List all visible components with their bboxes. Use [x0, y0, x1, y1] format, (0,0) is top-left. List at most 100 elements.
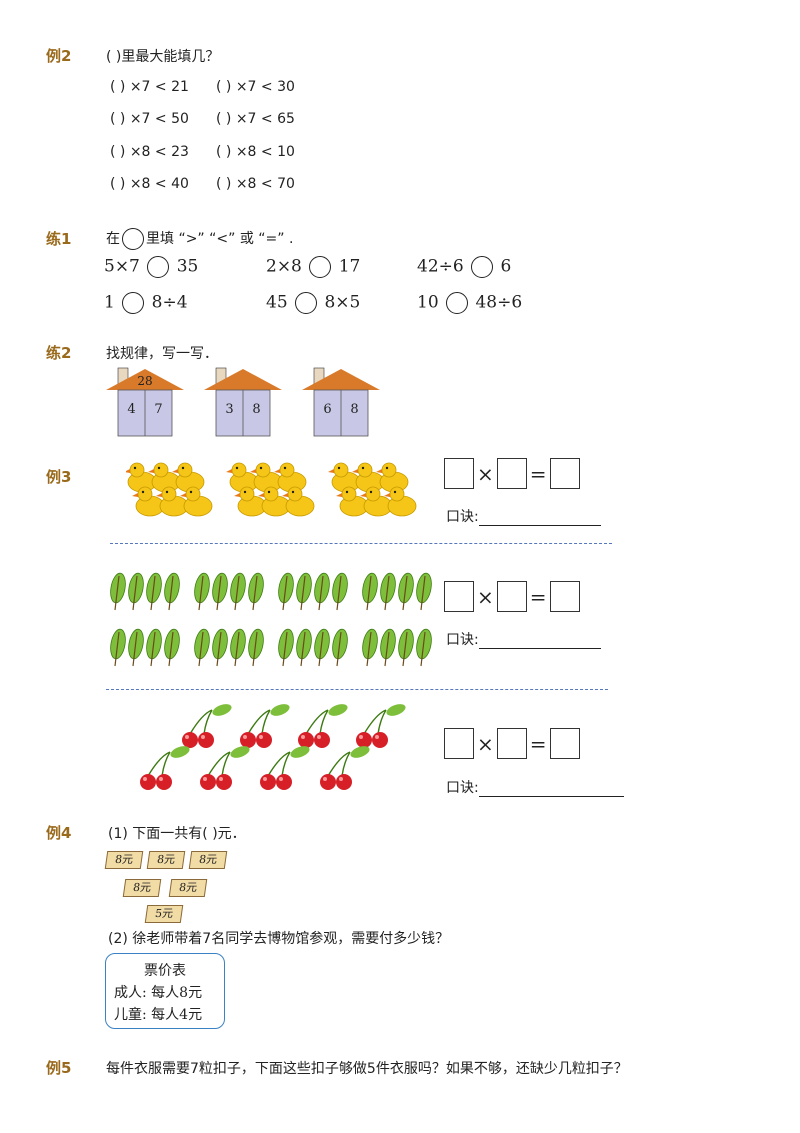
lian1-label: 练1	[46, 230, 72, 248]
duck-icon	[352, 462, 385, 493]
cherry-icon	[320, 746, 370, 790]
lian1-instr-pre: 在	[106, 231, 120, 247]
answer-box[interactable]	[496, 581, 527, 612]
leaf-icon	[380, 572, 396, 611]
koujue-label: 口诀:	[446, 780, 479, 796]
leaf-icon	[230, 572, 246, 611]
house-icon	[204, 367, 282, 437]
duck-icon	[336, 486, 369, 517]
ticket-adult: 成人: 每人8元	[114, 985, 203, 1001]
duck-icon	[274, 462, 307, 493]
compare-circle[interactable]	[295, 292, 318, 314]
lian1-instr-post: 里填 “>” “<” 或 “=” .	[146, 231, 294, 247]
ex2-question: ( )里最大能填几？	[106, 49, 220, 65]
duck-icon	[360, 486, 393, 517]
leaf-icon	[332, 572, 348, 611]
house-3: 6 8	[300, 366, 382, 438]
koujue-2: 口诀:	[446, 629, 601, 649]
ducks-illustration	[126, 462, 417, 517]
leaf-icon	[110, 628, 126, 667]
house-right-number: 7	[154, 402, 163, 417]
house-left-number: 6	[323, 402, 332, 417]
cherry-icon	[260, 746, 310, 790]
leaf-icon	[128, 628, 144, 667]
koujue-answer-line[interactable]	[478, 511, 601, 526]
ex2-row4-a: ( ) ×8 < 40	[110, 176, 189, 192]
cherries-illustration	[140, 704, 406, 790]
leaf-icon	[398, 572, 414, 611]
money-note: 8元	[146, 848, 186, 869]
ex4-q1: (1) 下面一共有( )元．	[108, 826, 246, 842]
answer-box[interactable]	[444, 581, 474, 612]
house-roof-blank[interactable]	[234, 374, 252, 388]
ex4-label: 例4	[46, 824, 72, 842]
duck-icon	[148, 462, 181, 493]
leaf-icon	[362, 572, 378, 611]
compare-circle[interactable]	[446, 292, 469, 314]
money-note: 8元	[168, 876, 208, 897]
leaf-icon	[230, 628, 246, 667]
leaf-icon	[416, 572, 432, 611]
circle-icon	[122, 228, 144, 250]
answer-box[interactable]	[444, 728, 474, 759]
ex4-q2: (2) 徐老师带着7名同学去博物馆参观，需要付多少钱？	[108, 931, 450, 947]
answer-box[interactable]	[496, 458, 527, 489]
compare-item: 45 8×5	[266, 292, 361, 314]
times-sign: ×	[477, 461, 494, 486]
ex2-row1-a: ( ) ×7 < 21	[110, 79, 189, 95]
answer-box[interactable]	[496, 728, 527, 759]
compare-item: 1 8÷4	[104, 292, 188, 314]
ex2-row2-b: ( ) ×7 < 65	[216, 111, 295, 127]
answer-box[interactable]	[444, 458, 474, 489]
duck-icon	[376, 462, 409, 493]
leaf-icon	[362, 628, 378, 667]
compare-circle[interactable]	[471, 256, 494, 278]
duck-icon	[328, 462, 361, 493]
ex2-row2-a: ( ) ×7 < 50	[110, 111, 189, 127]
equals-sign: =	[529, 731, 547, 756]
leaf-icon	[212, 628, 228, 667]
money-note: 8元	[188, 848, 228, 869]
leaf-icon	[296, 628, 312, 667]
answer-box[interactable]	[549, 581, 580, 612]
ticket-price-table: 票价表 成人: 每人8元 儿童: 每人4元	[105, 953, 225, 1029]
house-2: 3 8	[202, 366, 284, 438]
cherry-icon	[140, 746, 190, 790]
house-icon	[302, 367, 380, 437]
leaf-icon	[146, 628, 162, 667]
house-1: 28 4 7	[104, 366, 186, 438]
house-roof-blank[interactable]	[332, 374, 350, 388]
lian2-label: 练2	[46, 344, 72, 362]
money-note: 5元	[144, 902, 184, 923]
ex5-label: 例5	[46, 1059, 72, 1077]
compare-circle[interactable]	[122, 292, 145, 314]
house-right-number: 8	[350, 402, 359, 417]
leaf-icon	[248, 572, 264, 611]
compare-circle[interactable]	[309, 256, 332, 278]
house-left-number: 4	[127, 402, 136, 417]
answer-box[interactable]	[549, 728, 580, 759]
house-icon	[106, 367, 184, 437]
duck-icon	[384, 486, 417, 517]
equation-2: ×=	[444, 581, 580, 612]
ex2-row3-b: ( ) ×8 < 10	[216, 144, 295, 160]
ex2-row3-a: ( ) ×8 < 23	[110, 144, 189, 160]
equals-sign: =	[529, 461, 547, 486]
equals-sign: =	[529, 584, 547, 609]
cherry-icon	[298, 704, 348, 748]
leaf-icon	[380, 628, 396, 667]
koujue-answer-line[interactable]	[478, 634, 601, 649]
compare-circle[interactable]	[147, 256, 170, 278]
times-sign: ×	[477, 584, 494, 609]
koujue-answer-line[interactable]	[478, 782, 624, 797]
leaf-icon	[146, 572, 162, 611]
koujue-label: 口诀:	[446, 509, 479, 525]
answer-box[interactable]	[549, 458, 580, 489]
leaf-icon	[332, 628, 348, 667]
ex2-label: 例2	[46, 47, 72, 65]
cherry-icon	[240, 704, 290, 748]
compare-item: 5×7 35	[104, 256, 199, 278]
times-sign: ×	[477, 731, 494, 756]
duck-icon	[226, 462, 259, 493]
cherry-icon	[182, 704, 232, 748]
